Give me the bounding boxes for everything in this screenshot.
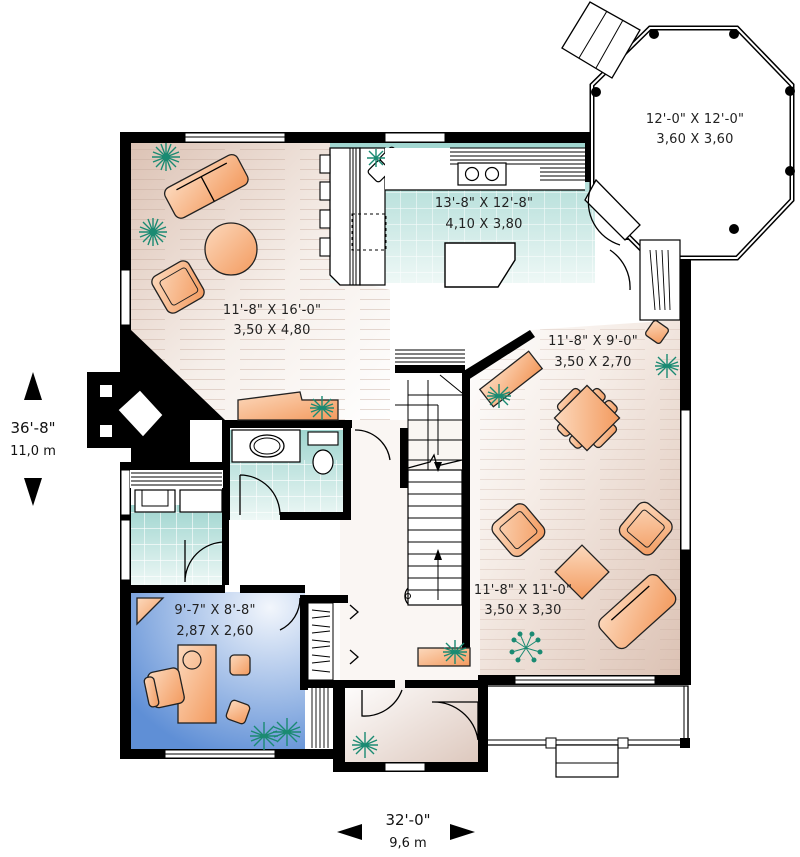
plant-icon <box>352 732 378 758</box>
plant-icon <box>152 143 180 171</box>
porch <box>488 685 690 778</box>
plants <box>139 143 679 758</box>
kitchen-dimensions-imperial: 13'-8" X 12'-8" <box>435 196 533 211</box>
armchair-family-1 <box>491 503 546 558</box>
arrow-left-icon <box>337 824 362 840</box>
living-room-dimensions-imperial: 11'-8" X 16'-0" <box>223 303 321 318</box>
gazebo <box>561 1 795 291</box>
overall-width-dimension: 32'-0" 9,6 m <box>337 811 475 851</box>
armchair-family-2 <box>618 501 673 556</box>
plant-icon <box>250 722 278 750</box>
kitchen-dimensions-metric: 4,10 X 3,80 <box>445 217 522 232</box>
laundry-fixtures <box>130 470 226 583</box>
armchair <box>151 260 205 314</box>
plant-icon <box>443 640 467 664</box>
gazebo-dimensions-metric: 3,60 X 3,60 <box>656 132 733 147</box>
family-room-dimensions-metric: 3,50 X 3,30 <box>484 603 561 618</box>
round-table <box>204 222 258 276</box>
kitchen-fixtures <box>319 146 681 321</box>
sofa <box>163 153 249 219</box>
plant-icon <box>273 718 301 746</box>
flower-plant-icon <box>509 631 543 663</box>
depth-metric: 11,0 m <box>10 444 56 459</box>
coffee-table <box>554 544 610 600</box>
gazebo-dimensions-imperial: 12'-0" X 12'-0" <box>646 112 744 127</box>
plant-icon <box>139 218 167 246</box>
dining-table <box>553 384 621 452</box>
overall-depth-dimension: 36'-8" 11,0 m <box>10 372 56 506</box>
family-room-dimensions-imperial: 11'-8" X 11'-0" <box>474 583 572 598</box>
staircase <box>354 349 465 606</box>
dining-room-dimensions-imperial: 11'-8" X 9'-0" <box>548 334 638 349</box>
plant-icon <box>655 354 679 378</box>
windows <box>120 132 691 772</box>
arrow-up-icon <box>24 372 42 400</box>
living-room-furniture <box>151 153 258 314</box>
desk <box>177 644 217 724</box>
office-dimensions-imperial: 9'-7" X 8'-8" <box>174 603 255 618</box>
vestibule-floor <box>345 680 485 765</box>
office-dimensions-metric: 2,87 X 2,60 <box>176 624 253 639</box>
plant-icon <box>310 396 334 420</box>
arrow-down-icon <box>24 478 42 506</box>
living-room-dimensions-metric: 3,50 X 4,80 <box>233 323 310 338</box>
office-furniture <box>136 597 251 725</box>
plant-icon <box>487 384 511 408</box>
dining-room-dimensions-metric: 3,50 X 2,70 <box>554 355 631 370</box>
width-metric: 9,6 m <box>389 836 426 851</box>
sofa-family <box>598 574 677 650</box>
arrow-right-icon <box>450 824 475 840</box>
bathroom-fixtures <box>231 391 339 516</box>
depth-imperial: 36'-8" <box>10 419 55 437</box>
width-imperial: 32'-0" <box>385 811 430 829</box>
room-labels: 12'-0" X 12'-0" 3,60 X 3,60 13'-8" X 12'… <box>174 112 744 639</box>
plant-icon <box>367 149 385 167</box>
